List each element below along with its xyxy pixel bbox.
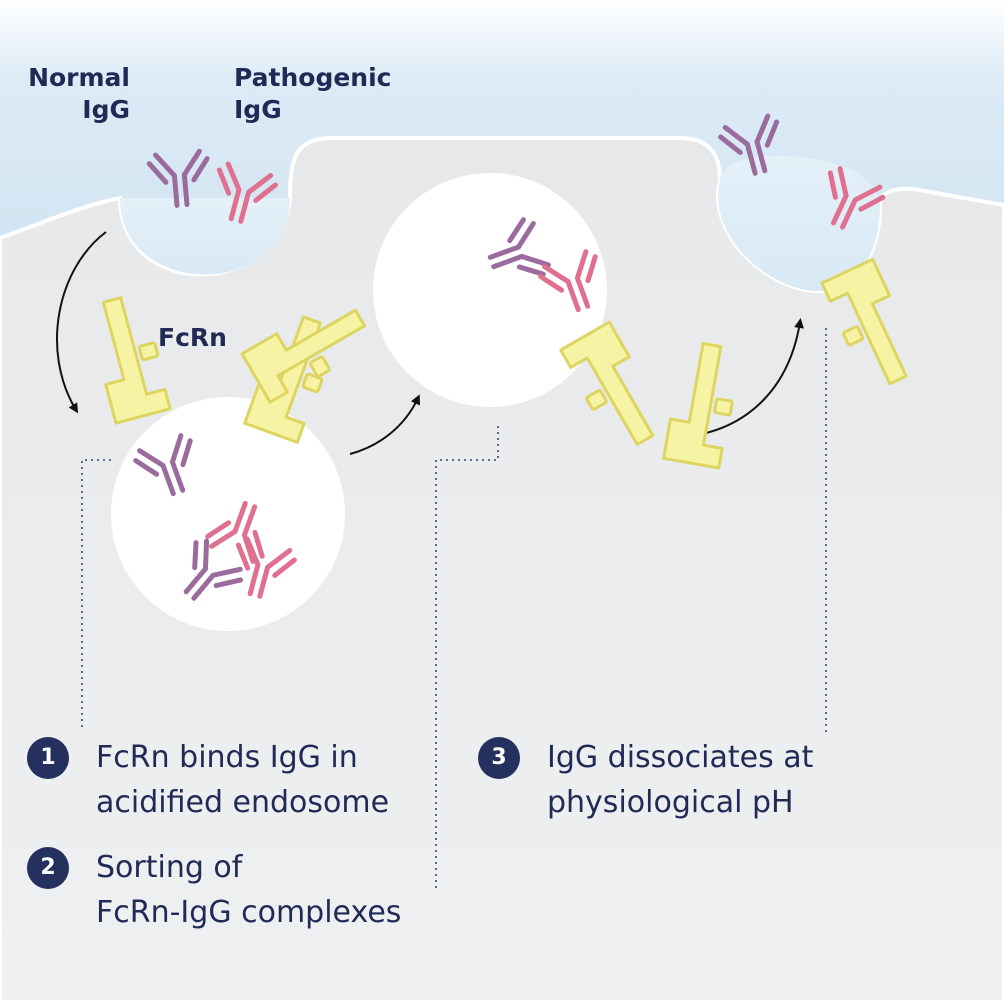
label-pathogenic-igg-line2: IgG	[234, 95, 282, 124]
step-2-line2: FcRn-IgG complexes	[96, 895, 402, 930]
leader-lines	[81, 328, 827, 888]
step-2-line1: Sorting of	[96, 850, 243, 885]
label-pathogenic-igg: Pathogenic IgG	[234, 62, 391, 126]
step-1-badge: 1	[27, 737, 69, 779]
step-3-badge: 3	[478, 737, 520, 779]
step-2-badge: 2	[27, 847, 69, 889]
label-normal-igg-line2: IgG	[82, 95, 130, 124]
label-normal-igg: Normal IgG	[22, 62, 130, 126]
pit-right	[718, 155, 880, 292]
step-3-line2: physiological pH	[547, 785, 794, 820]
step-1-line1: FcRn binds IgG in	[96, 740, 358, 775]
label-fcrn: FcRn	[158, 323, 227, 352]
step-1-line2: acidified endosome	[96, 785, 390, 820]
step-1-text: FcRn binds IgG in acidified endosome	[96, 735, 389, 825]
endosome-acidified	[111, 397, 345, 631]
label-normal-igg-line1: Normal	[28, 63, 130, 92]
arrow-sort	[349, 394, 421, 455]
step-2-text: Sorting of FcRn-IgG complexes	[96, 845, 401, 935]
label-pathogenic-igg-line1: Pathogenic	[234, 63, 392, 92]
step-3-line1: IgG dissociates at	[547, 740, 814, 775]
arrow-internalize	[56, 231, 107, 414]
step-3-text: IgG dissociates at physiological pH	[547, 735, 813, 825]
pit-left	[120, 198, 290, 275]
endosome-sorting	[373, 173, 607, 407]
